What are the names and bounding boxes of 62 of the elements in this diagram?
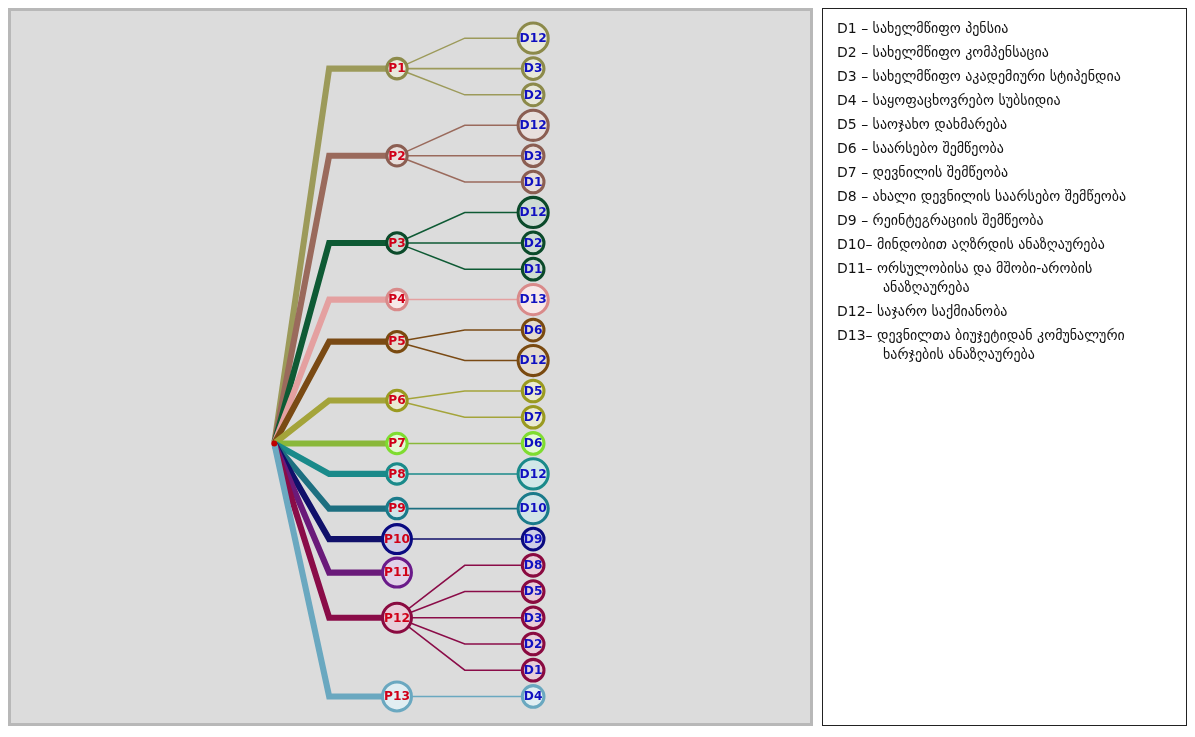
- node-circle: [380, 556, 413, 589]
- definition-text: D2 – სახელმწიფო კომპენსაცია: [837, 43, 1050, 62]
- node-circle: [385, 431, 409, 456]
- node-circle: [385, 231, 409, 255]
- node-circle: [520, 143, 546, 169]
- definition-text: D3 – სახელმწიფო აკადემიური სტიპენდია: [837, 67, 1122, 86]
- node-circle: [520, 378, 546, 404]
- node-circle: [520, 579, 546, 604]
- node-circle: [516, 492, 550, 526]
- connector: [272, 338, 387, 444]
- definition-text: D10– მინდობით აღზრდის ანაზღაურება: [837, 235, 1106, 254]
- node-circle: [385, 144, 409, 168]
- node-circle: [520, 605, 546, 631]
- node-circle: [516, 21, 550, 55]
- node-circle: [520, 256, 546, 282]
- node-circle: [520, 317, 546, 343]
- node-circle: [516, 108, 550, 142]
- node-circle: [516, 343, 550, 378]
- definition-text: D12– საჯარო საქმიანობა: [837, 302, 1009, 321]
- node-circle: [271, 440, 278, 447]
- definition-text: D7 – დევნილის შემწეობა: [837, 163, 1010, 182]
- definition-text: D8 – ახალი დევნილის საარსებო შემწეობა: [837, 187, 1128, 206]
- connector: [272, 296, 387, 444]
- definition-text: D5 – საოჯახო დახმარება: [837, 115, 1009, 134]
- node-circle: [520, 631, 546, 657]
- connector: [273, 397, 387, 445]
- node-circle: [380, 601, 413, 634]
- connector: [271, 152, 387, 443]
- node-circle: [385, 329, 409, 354]
- node-circle: [520, 431, 546, 456]
- definition-text: D9 – რეინტეგრაციის შემწეობა: [837, 211, 1045, 230]
- node-circle: [385, 496, 409, 521]
- node-circle: [385, 462, 409, 486]
- node-circle: [385, 287, 409, 312]
- definition-text: D4 – საყოფაცხოვრებო სუბსიდია: [837, 91, 1062, 110]
- node-circle: [520, 56, 546, 81]
- node-circle: [385, 388, 409, 413]
- definition-text: D13– დევნილთა ბიუჯეტიდან კომუნალური ხარჯების ანაზღაურება: [837, 326, 1126, 364]
- node-circle: [380, 523, 413, 556]
- node-circle: [520, 230, 546, 256]
- definition-text: D1 – სახელმწიფო პენსია: [837, 19, 1010, 38]
- node-circle: [520, 169, 546, 195]
- node-circle: [520, 82, 546, 108]
- connector: [271, 65, 387, 443]
- node-circle: [520, 404, 546, 430]
- node-circle: [516, 195, 550, 230]
- connector: [272, 442, 387, 512]
- definition-text: D6 – საარსებო შემწეობა: [837, 139, 1005, 158]
- node-circle: [516, 283, 550, 317]
- connector: [271, 444, 383, 700]
- connector: [275, 440, 387, 447]
- node-circle: [520, 552, 546, 578]
- node-circle: [520, 526, 546, 552]
- connector: [271, 239, 387, 443]
- node-circle: [385, 56, 409, 81]
- diagram-panel: P1 D12 D3 D2 P2 D12 D3 D1 P3 D12 D2 D1 P4 D13 P5 D6 D12 P6 D5 D7 P7 D6 P8 D12 P9 D10 P10 D9 P11 P12 D8 D5 D3 D2 D1 P13 D4: [8, 8, 813, 726]
- node-circle: [516, 457, 550, 491]
- node-circle: [380, 680, 413, 713]
- definition-text: D11– ორსულობისა და მშობი-არობის ანაზღაურება: [837, 259, 1094, 297]
- node-circle: [520, 657, 546, 683]
- node-circle: [520, 684, 546, 709]
- connector: [274, 441, 387, 477]
